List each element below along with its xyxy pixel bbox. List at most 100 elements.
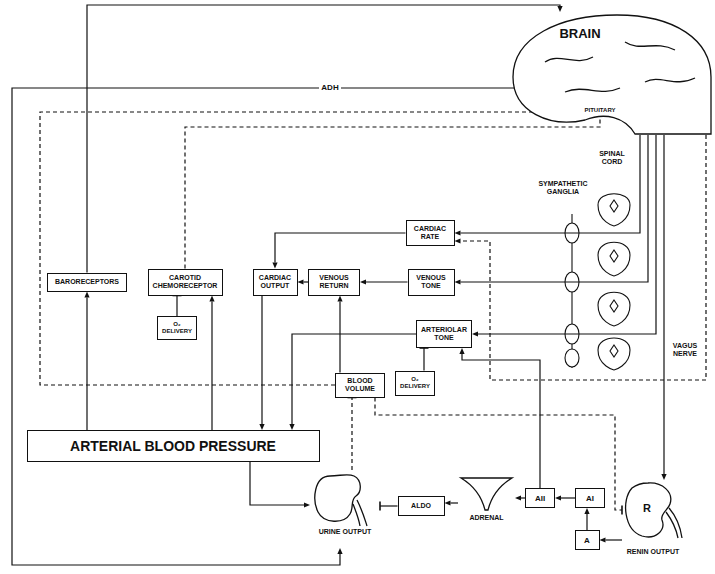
connector [259, 296, 264, 431]
node-label: ARTERIOLAR TONE [420, 326, 468, 342]
node-label: RENIN OUTPUT [622, 548, 684, 556]
node-label: A [584, 536, 590, 545]
node-label: BARORECEPTORS [55, 278, 119, 286]
cord-diamond [610, 300, 618, 312]
arrow-head [84, 292, 89, 298]
connector [420, 348, 429, 371]
structure-label: SYMPATHETIC GANGLIA [532, 180, 594, 196]
node-label: R [622, 502, 672, 515]
arrow-head [459, 348, 464, 354]
outline-path [315, 475, 360, 522]
node-label: BRAIN [545, 26, 615, 41]
connector [600, 537, 623, 542]
connector-line [375, 398, 622, 511]
connector [40, 108, 576, 386]
process-box: VENOUS RETURN [308, 269, 360, 296]
connector [455, 135, 641, 236]
connector [515, 495, 525, 500]
cord-segment [598, 194, 630, 226]
connector-line [586, 514, 587, 530]
connector-line [561, 497, 575, 498]
node-label: AI [586, 494, 594, 503]
connector-line [12, 88, 590, 565]
arrow-head [337, 548, 342, 554]
outline-path [645, 78, 695, 82]
connector-line [87, 5, 560, 273]
node-label: VENOUS RETURN [312, 274, 356, 290]
outline-path [666, 512, 678, 538]
brain-outline: BRAINPITUITARY [505, 12, 713, 135]
node-label: ALDO [411, 502, 431, 510]
outline-path [353, 504, 360, 526]
connector-line [250, 462, 304, 505]
kidney-organ-svg [310, 470, 380, 548]
cord-segment [598, 242, 630, 276]
arrow-head [455, 230, 461, 235]
connector-line [380, 505, 398, 506]
connector-line [351, 398, 352, 471]
brain-outline-svg [505, 12, 713, 135]
connector-line [606, 539, 623, 540]
outline-path [545, 57, 593, 62]
connector [472, 135, 656, 337]
ganglion [565, 349, 579, 367]
arrow-head [445, 500, 451, 505]
arrow-head [584, 508, 589, 514]
hormone-box: ALDO [398, 496, 445, 516]
input-box: O₂ DELIVERY [395, 371, 435, 396]
arrow-head [455, 238, 461, 243]
connector-line [261, 296, 262, 425]
arrow-head [298, 279, 304, 284]
process-box: ARTERIOLAR TONE [416, 320, 472, 348]
arrow-head [209, 296, 214, 302]
outline-path [625, 42, 675, 50]
arrow-head [360, 279, 366, 284]
connector-line [366, 281, 408, 282]
connector [12, 88, 590, 565]
connector [555, 495, 575, 500]
connector [298, 279, 309, 284]
connector [459, 348, 540, 488]
cord-diamond [610, 200, 618, 212]
node-label: CARDIAC OUTPUT [257, 274, 294, 290]
connector-line [275, 233, 406, 263]
connector-line [423, 348, 424, 371]
connector [445, 500, 459, 505]
arrow-head [337, 296, 342, 302]
main-box: ARTERIAL BLOOD PRESSURE [27, 430, 320, 462]
connector [337, 296, 342, 373]
node-label: URINE OUTPUT [310, 528, 380, 536]
connector [87, 5, 563, 273]
node-label: O₂ DELIVERY [399, 376, 431, 390]
node-label: VENOUS TONE [412, 274, 451, 290]
connector [272, 233, 405, 269]
connector [455, 135, 707, 380]
process-box: BLOOD VOLUME [335, 373, 385, 398]
node-label: CAROTID CHEMORECEPTOR [152, 274, 219, 290]
node-label: ARTERIAL BLOOD PRESSURE [70, 438, 276, 454]
kidney-organ: R RENIN OUTPUT [622, 480, 684, 568]
adrenal-organ: ADRENAL [458, 474, 515, 530]
connector-line [462, 354, 540, 488]
connector-line [185, 116, 600, 269]
hormone-box: AII [525, 488, 555, 508]
connector-line [176, 296, 177, 317]
kidney-organ: URINE OUTPUT [310, 470, 380, 548]
connector-line [451, 502, 459, 503]
connector-line [663, 135, 664, 474]
node-label: AII [535, 494, 545, 503]
connector-line [339, 302, 340, 373]
structure-label: VAGUS NERVE [668, 342, 702, 358]
connector [584, 508, 589, 530]
process-box: CAROTID CHEMORECEPTOR [148, 269, 223, 296]
node-label: BLOOD VOLUME [339, 377, 381, 393]
connector [380, 502, 398, 511]
arrow-head [557, 6, 562, 12]
connector [84, 292, 89, 431]
node-label: CARDIAC RATE [410, 225, 451, 241]
input-box: O₂ DELIVERY [157, 316, 197, 340]
connector [360, 279, 408, 284]
inhibit-bar [621, 506, 623, 515]
